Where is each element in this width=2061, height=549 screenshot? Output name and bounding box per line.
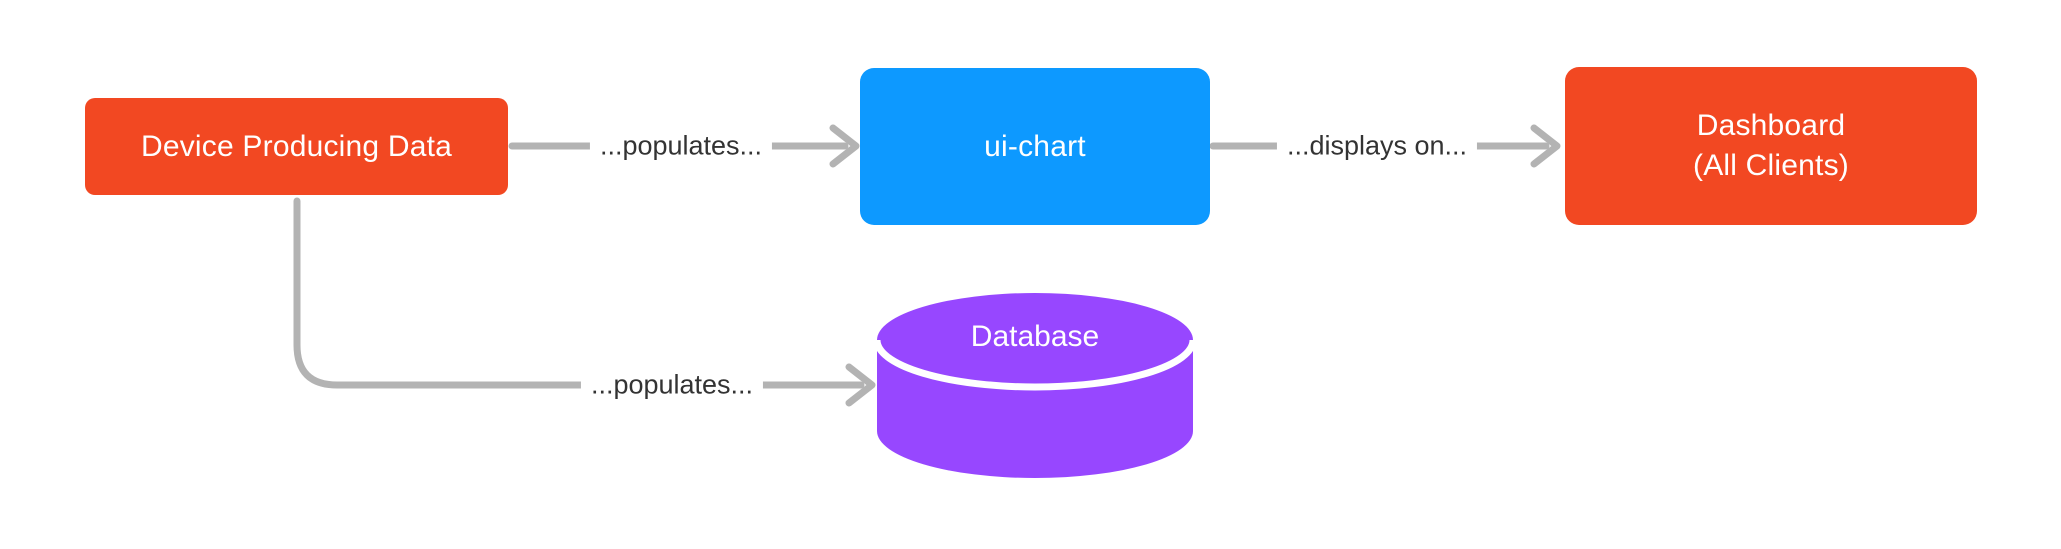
database-node-label: Database — [970, 320, 1100, 353]
dashboard-node-label-line1: Dashboard — [1696, 109, 1846, 142]
ui-chart-node[interactable]: ui-chart — [860, 68, 1210, 225]
arrowhead-icon — [829, 124, 860, 168]
edge-label-populates-database: ...populates... — [580, 367, 764, 403]
database-cylinder-seam — [873, 339, 1197, 391]
dashboard-node-label-line2: (All Clients) — [1693, 149, 1849, 182]
edge-label-displays-on: ...displays on... — [1276, 128, 1478, 164]
edge-label-populates-uichart: ...populates... — [589, 128, 773, 164]
device-node[interactable]: Device Producing Data — [85, 98, 508, 195]
ui-chart-node-label: ui-chart — [984, 129, 1086, 163]
edge-device-to-database — [293, 197, 876, 407]
device-node-label: Device Producing Data — [140, 129, 453, 163]
arrowhead-icon — [1530, 124, 1561, 168]
database-node[interactable] — [873, 293, 1197, 478]
edge-line — [293, 197, 865, 389]
arrowhead-icon — [845, 363, 876, 407]
dashboard-node[interactable]: Dashboard (All Clients) — [1565, 67, 1977, 225]
